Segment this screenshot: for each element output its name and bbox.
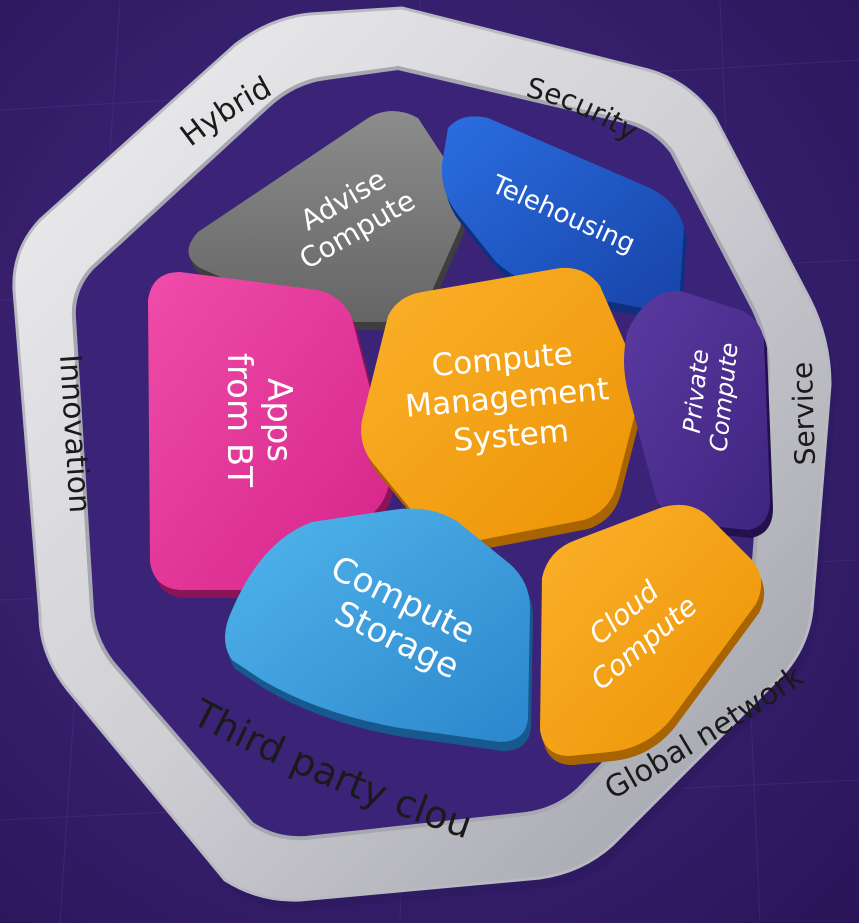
segment-apps-from-bt[interactable]: Apps from BT xyxy=(148,272,394,598)
segment-cloud-compute[interactable]: Cloud Compute xyxy=(540,504,765,765)
segment-compute-storage[interactable]: Compute Storage xyxy=(225,508,533,752)
segment-apps-line2: from BT xyxy=(219,353,259,487)
segment-telehousing[interactable]: Telehousing xyxy=(441,116,687,320)
ring-label-service: Service xyxy=(786,361,822,466)
segment-advise-compute[interactable]: Advise Compute xyxy=(188,111,466,330)
segment-apps-line1: Apps xyxy=(259,378,299,462)
segment-compute-management-system[interactable]: Compute Management System xyxy=(361,267,643,552)
segment-private-compute[interactable]: Private Compute xyxy=(624,291,773,538)
